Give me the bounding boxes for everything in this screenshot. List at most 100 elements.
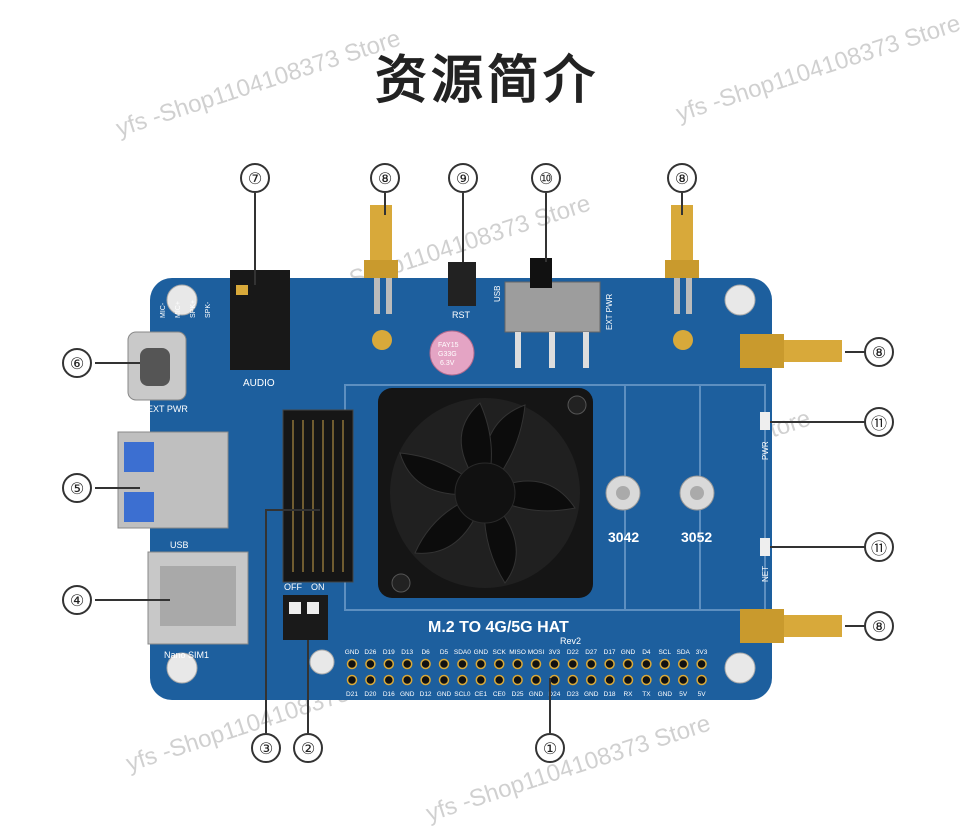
gpio-pin: [659, 674, 671, 686]
usb-c-opening: [140, 348, 170, 386]
ext-pwr-label: EXT PWR: [147, 404, 188, 414]
leader-lines: [95, 193, 866, 733]
gpio-pin: [641, 658, 652, 670]
gpio-pin: [696, 674, 707, 686]
screw: [391, 573, 411, 593]
gpio-label: D13: [401, 649, 413, 656]
callout-9: ⑨: [448, 163, 478, 193]
gpio-label: SCL: [658, 649, 671, 656]
size-3052-label: 3052: [681, 529, 712, 545]
gpio-pin: [585, 674, 597, 686]
usb-label: USB: [170, 540, 189, 550]
gpio-pin: [567, 658, 579, 670]
ufl-connector: [673, 330, 693, 350]
gpio-pin: [346, 658, 358, 670]
gpio-label: D5: [440, 649, 449, 656]
switch-knob: [530, 258, 552, 288]
gpio-label: D17: [604, 649, 616, 656]
gpio-label: 3V3: [696, 649, 708, 656]
gpio-label: D21: [346, 691, 358, 698]
gpio-label: D24: [548, 691, 560, 698]
sma-connector: [665, 205, 699, 314]
gpio-label: SCL0: [454, 691, 471, 698]
gpio-label: D20: [364, 691, 376, 698]
gpio-pin: [493, 674, 505, 686]
mount-hole: [309, 649, 335, 675]
net-led: [760, 538, 770, 556]
audio-jack-pin: [236, 285, 248, 295]
m2-pins: [292, 420, 344, 572]
gpio-pin: [659, 658, 671, 670]
gpio-pin: [438, 674, 450, 686]
gpio-label: D12: [420, 691, 432, 698]
gpio-pin: [383, 674, 395, 686]
board-name: M.2 TO 4G/5G HAT: [428, 619, 569, 636]
callout-4: ④: [62, 585, 92, 615]
gpio-pin: [457, 674, 468, 686]
gpio-pin: [549, 658, 560, 670]
gpio-pin: [493, 658, 505, 670]
mic-minus-label: MIC-: [160, 302, 167, 318]
cap-label: FAY15: [438, 342, 459, 349]
dip-switch-lever: [307, 602, 319, 614]
dip-off-label: OFF: [284, 582, 302, 592]
gpio-pin: [475, 674, 487, 686]
board-rev: Rev2: [560, 636, 581, 646]
reset-button: [448, 262, 476, 306]
audio-label: AUDIO: [243, 378, 275, 389]
callout-7: ⑦: [240, 163, 270, 193]
spk-minus-label: SPK-: [205, 301, 212, 318]
usb-a-slot: [124, 442, 154, 472]
gpio-pin: [641, 674, 652, 686]
gpio-pin: [420, 674, 431, 686]
gpio-label: D23: [567, 691, 579, 698]
gpio-pin: [512, 658, 523, 670]
gpio-pin: [512, 674, 523, 686]
mount-hole: [724, 652, 756, 684]
gpio-label: D18: [604, 691, 616, 698]
gpio-label: GND: [437, 691, 452, 698]
gpio-label: CE0: [493, 691, 506, 698]
sma-connector: [740, 609, 842, 643]
gpio-label: D19: [383, 649, 395, 656]
gpio-label: GND: [474, 649, 489, 656]
mic-plus-label: MIC+: [175, 301, 182, 318]
gpio-pin: [604, 658, 615, 670]
gpio-pin: [604, 674, 615, 686]
gpio-label: D16: [383, 691, 395, 698]
mount-hole: [166, 284, 198, 316]
callout-10: ⑩: [531, 163, 561, 193]
gpio-pin: [365, 674, 376, 686]
gpio-label: SCK: [493, 649, 507, 656]
gpio-label: D25: [512, 691, 524, 698]
cap-label: G33G: [438, 351, 457, 358]
callout-1: ①: [535, 733, 565, 763]
gpio-pin: [549, 674, 560, 686]
gpio-pin: [622, 658, 634, 670]
gpio-label: MOSI: [528, 649, 545, 656]
sim-slot-inner: [160, 566, 236, 626]
gpio-label: 5V: [679, 691, 688, 698]
mount-hole: [724, 284, 756, 316]
gpio-pin: [457, 658, 468, 670]
callout-8: ⑧: [370, 163, 400, 193]
rst-label: RST: [452, 310, 471, 320]
callout-8: ⑧: [864, 611, 894, 641]
ext-pwr-switch-label: EXT PWR: [605, 293, 614, 330]
gpio-pin: [530, 658, 542, 670]
gpio-pin: [420, 658, 431, 670]
dip-switch: [283, 595, 328, 640]
capacitor: [429, 330, 475, 376]
gpio-label: 3V3: [549, 649, 561, 656]
callout-11: ⑪: [864, 407, 894, 437]
net-led-label: NET: [761, 566, 770, 582]
pwr-led: [760, 412, 770, 430]
ufl-connector: [372, 330, 392, 350]
gpio-label: GND: [621, 649, 636, 656]
callout-8: ⑧: [667, 163, 697, 193]
board-illustration: 3042 3052 EXT PWR USB Nano SIM1 AUDIO MI…: [95, 193, 866, 733]
callout-11: ⑪: [864, 532, 894, 562]
gpio-label: RX: [623, 691, 633, 698]
